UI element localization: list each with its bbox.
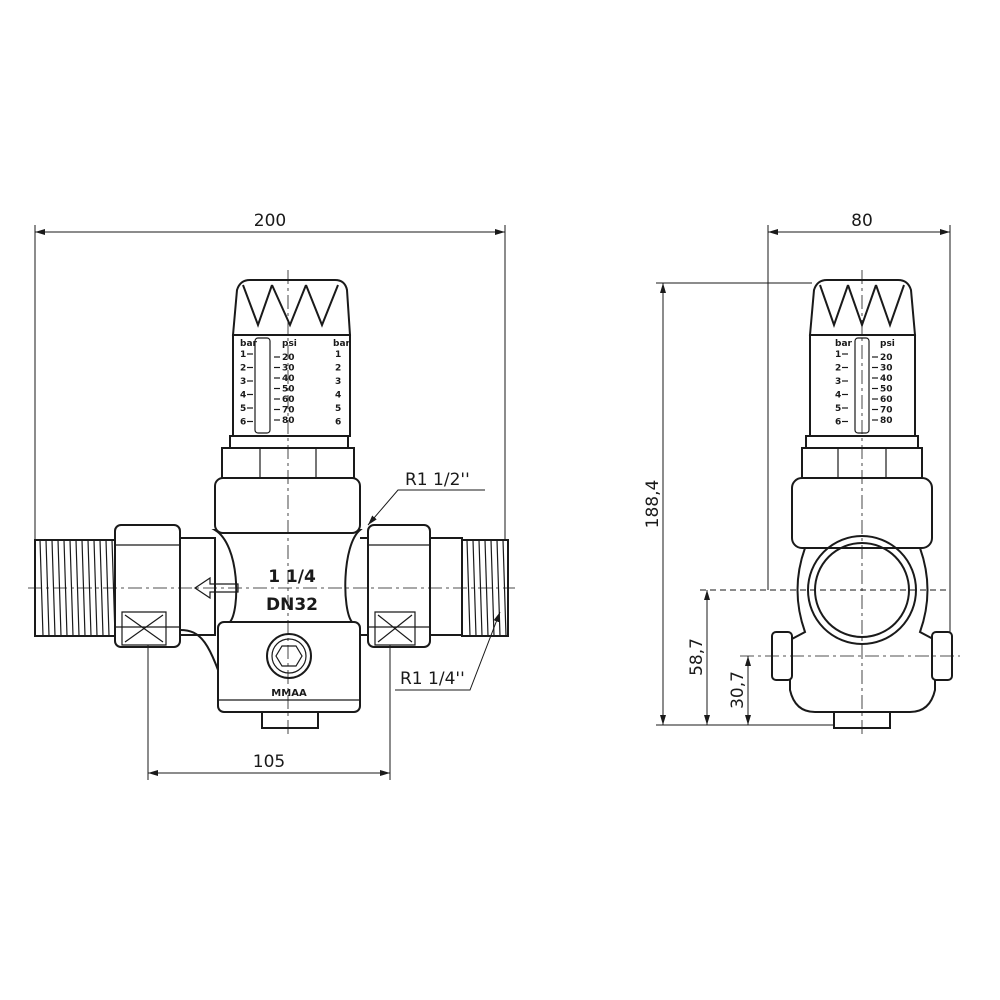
bar-tick-label: 1 <box>240 350 246 360</box>
bar-tick-label: 6 <box>335 418 341 428</box>
dn-marking: DN32 <box>266 595 318 615</box>
side-dimensions: 80 188,4 58,7 30,7 <box>643 211 951 726</box>
thread-line <box>93 539 98 637</box>
unit-bar-label: bar <box>240 339 258 349</box>
bar-tick-label: 2 <box>240 364 246 374</box>
bar-tick-label: 6 <box>240 418 246 428</box>
psi-tick-label: 30 <box>880 364 893 374</box>
front-dimensions: 200 105 R1 1/2'' R1 1/4'' <box>34 211 506 780</box>
dim-port-height: 30,7 <box>728 671 748 709</box>
psi-tick-label: 30 <box>282 364 295 374</box>
psi-tick-label: 80 <box>880 416 893 426</box>
bar-tick-label: 2 <box>335 364 341 374</box>
psi-tick-label: 70 <box>880 406 893 416</box>
thread-line <box>472 539 477 637</box>
bar-tick-label: 2 <box>835 364 841 374</box>
dim-axis-height: 58,7 <box>687 638 707 676</box>
unit-psi-label: psi <box>880 339 895 349</box>
bar-tick-label: 1 <box>835 350 841 360</box>
unit-psi-label: psi <box>282 339 297 349</box>
dim-side-width: 80 <box>851 211 873 231</box>
bar-tick-label: 3 <box>335 377 341 387</box>
size-marking: 1 1/4 <box>268 567 316 587</box>
callout-gauge-port: R1 1/2'' <box>405 470 470 490</box>
side-adjustment-knob <box>808 279 917 336</box>
bar-tick-label: 5 <box>835 404 841 414</box>
unit-bar-label: bar <box>835 339 853 349</box>
bar-tick-label: 6 <box>835 418 841 428</box>
gauge-port-plug <box>266 633 312 679</box>
callout-drain-port: R1 1/4'' <box>400 669 465 689</box>
bar-tick-label: 4 <box>240 391 246 401</box>
dim-port-spacing: 105 <box>253 752 285 772</box>
left-union-nut <box>114 524 181 648</box>
dim-overall-height: 188,4 <box>643 480 663 529</box>
side-pressure-scale <box>809 334 916 437</box>
psi-tick-label: 40 <box>880 374 893 384</box>
side-body <box>789 547 936 713</box>
thread-line <box>466 539 471 637</box>
dim-overall-width: 200 <box>254 211 286 231</box>
unit-bar-label: bar <box>333 339 351 349</box>
bar-tick-label: 5 <box>240 404 246 414</box>
thread-line <box>99 539 104 637</box>
thread-line <box>75 539 80 637</box>
psi-tick-label: 20 <box>880 353 893 363</box>
thread-line <box>490 539 495 637</box>
bar-tick-label: 4 <box>835 391 841 401</box>
bar-tick-label: 4 <box>335 391 341 401</box>
psi-tick-label: 50 <box>880 385 893 395</box>
pressure-scale <box>232 334 351 437</box>
psi-tick-label: 60 <box>880 395 893 405</box>
bonnet <box>214 477 361 534</box>
psi-tick-label: 70 <box>282 406 295 416</box>
hex-socket-icon <box>275 645 303 667</box>
brand-marking: MMAA <box>271 688 307 699</box>
bar-tick-label: 3 <box>835 377 841 387</box>
bar-tick-label: 3 <box>240 377 246 387</box>
bottom-plug <box>261 711 319 729</box>
bar-tick-label: 1 <box>335 350 341 360</box>
bar-tick-label: 5 <box>335 404 341 414</box>
right-union-nut <box>367 524 431 648</box>
